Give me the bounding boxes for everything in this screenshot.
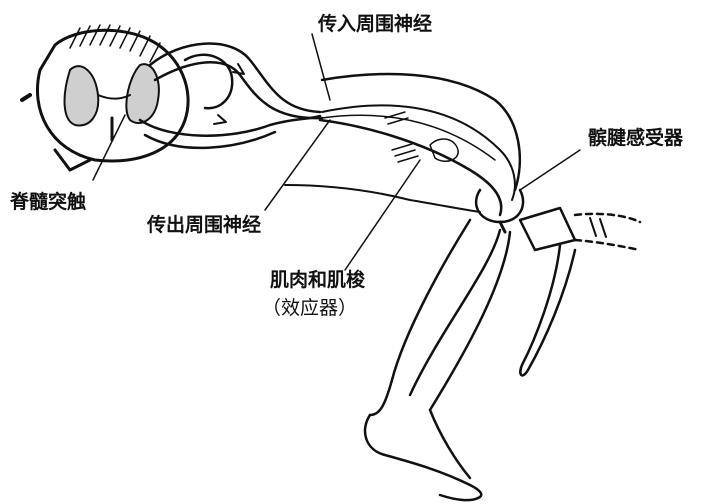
reflex-hammer <box>520 208 640 375</box>
efferent-nerve-label: 传出周围神经 <box>147 215 261 236</box>
effector-label-line1: 肌肉和肌梭 <box>270 270 365 291</box>
patellar-tendon-receptor-label: 髌腱感受器 <box>588 128 683 149</box>
nerve-fibers <box>140 44 322 148</box>
thigh <box>285 74 520 215</box>
effector-label-line2: （效应器） <box>262 298 357 319</box>
spinal-synapse-label: 脊髓突触 <box>10 192 86 213</box>
lower-leg-and-foot <box>365 220 510 500</box>
afferent-nerve-label: 传入周围神经 <box>318 14 432 35</box>
